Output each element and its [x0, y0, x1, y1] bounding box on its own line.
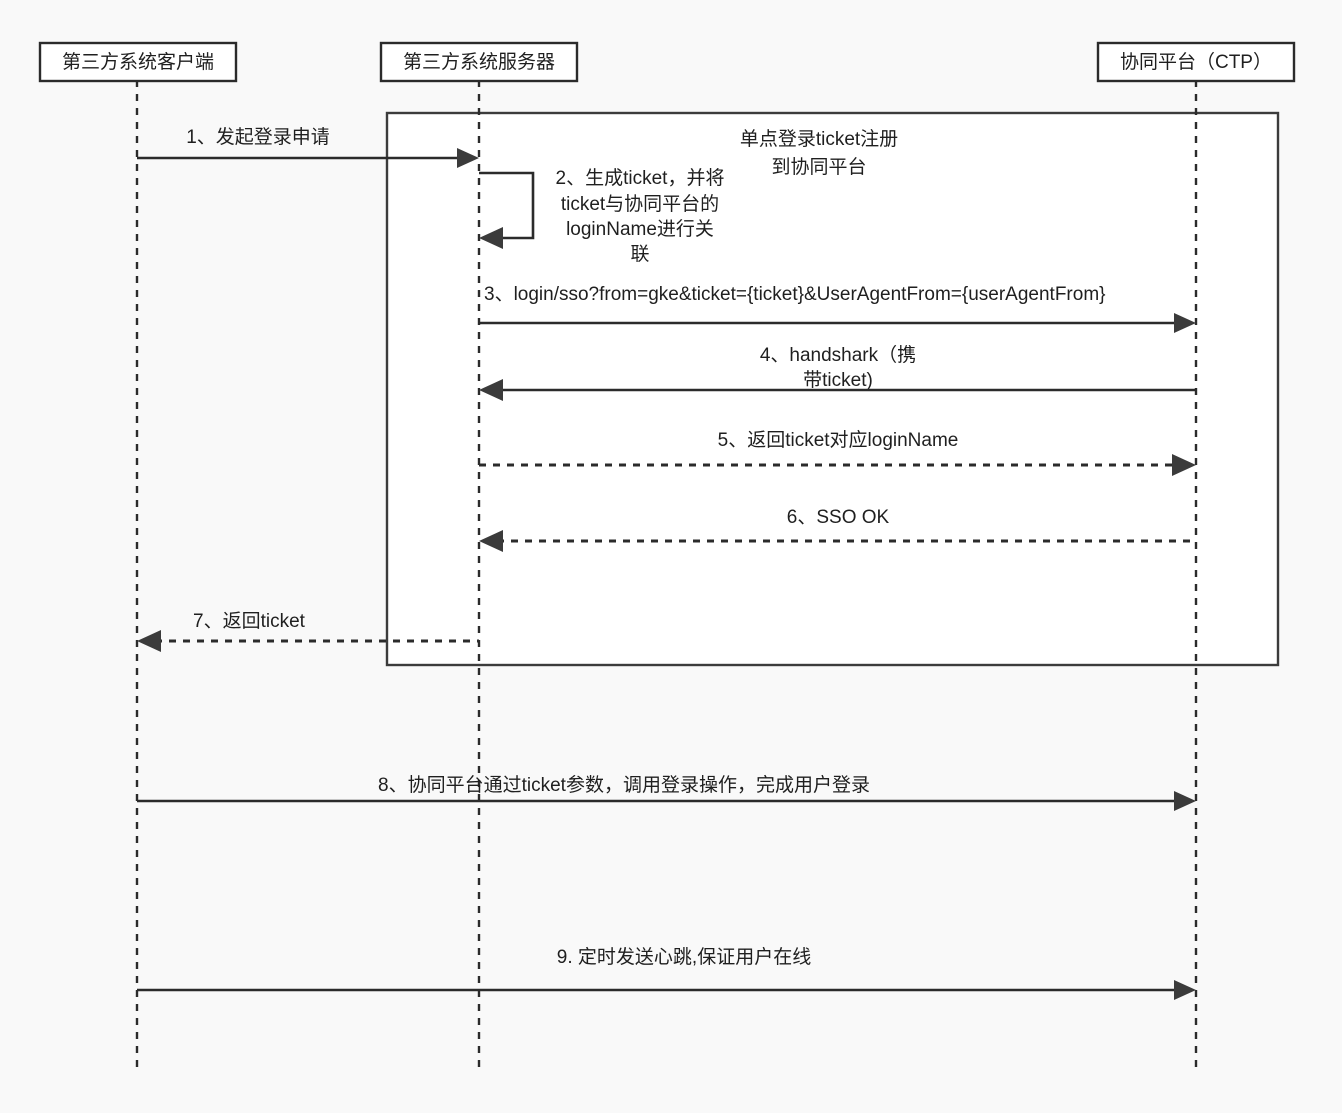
message-8-label: 8、协同平台通过ticket参数，调用登录操作，完成用户登录	[378, 774, 870, 796]
message-3-login-sso-request[interactable]: 3、login/sso?from=gke&ticket={ticket}&Use…	[479, 284, 1196, 333]
message-2-label-line-4: 联	[630, 243, 649, 265]
message-6-arrowhead	[479, 530, 503, 552]
message-9-label: 9. 定时发送心跳,保证用户在线	[557, 946, 811, 968]
message-3-arrowhead	[1174, 313, 1196, 333]
message-8-arrowhead	[1174, 791, 1196, 811]
message-5-label: 5、返回ticket对应loginName	[718, 429, 959, 451]
message-6-label: 6、SSO OK	[787, 507, 890, 528]
message-6-sso-ok[interactable]: 6、SSO OK	[479, 507, 1196, 552]
participant-client-label: 第三方系统客户端	[62, 51, 214, 73]
participant-ctp[interactable]: 协同平台（CTP）	[1096, 41, 1296, 83]
message-1-initiate-login[interactable]: 1、发起登录申请	[137, 126, 479, 168]
message-2-label-line-3: loginName进行关	[566, 218, 714, 240]
message-7-arrowhead	[137, 630, 161, 652]
message-2-generate-ticket[interactable]: 2、生成ticket，并将 ticket与协同平台的 loginName进行关 …	[479, 167, 724, 265]
frame-title-line-2: 到协同平台	[771, 156, 866, 178]
message-9-arrowhead	[1174, 980, 1196, 1000]
participant-ctp-label: 协同平台（CTP）	[1120, 51, 1272, 73]
participant-client[interactable]: 第三方系统客户端	[38, 41, 238, 83]
message-1-arrowhead	[457, 148, 479, 168]
frame-title-line-1: 单点登录ticket注册	[740, 128, 898, 150]
message-7-label: 7、返回ticket	[193, 610, 306, 632]
message-4-handshark[interactable]: 4、handshark（携 带ticket)	[479, 344, 1196, 401]
participant-server[interactable]: 第三方系统服务器	[379, 41, 579, 83]
message-4-arrowhead	[479, 379, 503, 401]
message-8-ctp-login-with-ticket[interactable]: 8、协同平台通过ticket参数，调用登录操作，完成用户登录	[137, 774, 1196, 811]
message-4-label-line-2: 带ticket)	[803, 369, 873, 391]
message-5-return-loginname[interactable]: 5、返回ticket对应loginName	[479, 429, 1196, 476]
message-9-heartbeat[interactable]: 9. 定时发送心跳,保证用户在线	[137, 946, 1196, 1000]
message-2-arrowhead	[479, 227, 503, 249]
message-1-label: 1、发起登录申请	[186, 126, 330, 148]
participant-server-label: 第三方系统服务器	[403, 51, 555, 73]
message-4-label-line-1: 4、handshark（携	[760, 344, 916, 366]
message-2-label-line-1: 2、生成ticket，并将	[556, 167, 725, 189]
message-7-return-ticket[interactable]: 7、返回ticket	[137, 610, 479, 652]
message-2-label-line-2: ticket与协同平台的	[561, 193, 719, 215]
message-3-label: 3、login/sso?from=gke&ticket={ticket}&Use…	[484, 284, 1106, 305]
message-5-arrowhead	[1172, 454, 1196, 476]
